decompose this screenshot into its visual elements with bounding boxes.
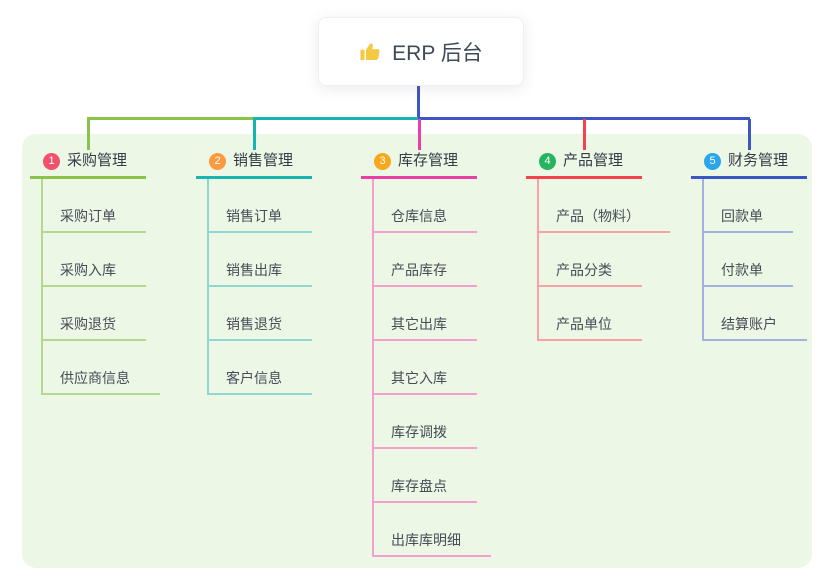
branch-drop-sales-management: [252, 119, 256, 150]
branch-drop-product-management: [582, 119, 586, 150]
branch-header-product-management[interactable]: 4 产品管理: [526, 145, 642, 179]
mindmap-background-panel: [22, 134, 812, 568]
subtree-finance-management: 回款单付款单结算账户: [702, 179, 807, 341]
thumbs-up-icon: [359, 40, 382, 63]
tree-node-finance-management-1[interactable]: 回款单: [704, 179, 793, 233]
branch-number-badge-sales-management: 2: [209, 152, 226, 170]
tree-node-inventory-management-2[interactable]: 产品库存: [374, 233, 477, 287]
tree-node-sales-management-1[interactable]: 销售订单: [209, 179, 312, 233]
branch-purchase-management: 1 采购管理采购订单采购入库采购退货供应商信息: [30, 145, 160, 395]
branch-label-finance-management: 财务管理: [728, 152, 789, 169]
subtree-sales-management: 销售订单销售出库销售退货客户信息: [207, 179, 312, 395]
branch-number-badge-purchase-management: 1: [43, 152, 60, 170]
branch-label-sales-management: 销售管理: [233, 152, 294, 169]
root-node-erp[interactable]: ERP 后台: [318, 17, 524, 86]
tree-node-purchase-management-2[interactable]: 采购入库: [43, 233, 146, 287]
trunk-line: [417, 84, 420, 120]
branch-sales-management: 2 销售管理销售订单销售出库销售退货客户信息: [196, 145, 312, 395]
tree-node-inventory-management-7[interactable]: 出库库明细: [374, 503, 491, 557]
branch-finance-management: 5 财务管理回款单付款单结算账户: [691, 145, 807, 341]
tree-node-finance-management-2[interactable]: 付款单: [704, 233, 793, 287]
branch-header-purchase-management[interactable]: 1 采购管理: [30, 145, 146, 179]
bus-segment-middle: [253, 117, 420, 120]
bus-segment-left: [87, 117, 255, 120]
branch-number-badge-inventory-management: 3: [374, 152, 391, 170]
root-node-label: ERP 后台: [392, 41, 483, 65]
subtree-product-management: 产品（物料）产品分类产品单位: [537, 179, 670, 341]
bus-segment-right: [418, 117, 750, 120]
branch-header-inventory-management[interactable]: 3 库存管理: [361, 145, 477, 179]
tree-node-sales-management-2[interactable]: 销售出库: [209, 233, 312, 287]
branch-label-product-management: 产品管理: [563, 152, 624, 169]
tree-node-inventory-management-4[interactable]: 其它入库: [374, 341, 477, 395]
tree-node-sales-management-3[interactable]: 销售退货: [209, 287, 312, 341]
branch-number-badge-product-management: 4: [539, 152, 556, 170]
tree-node-product-management-1[interactable]: 产品（物料）: [539, 179, 670, 233]
branch-drop-finance-management: [747, 119, 751, 150]
tree-node-purchase-management-3[interactable]: 采购退货: [43, 287, 146, 341]
tree-node-purchase-management-4[interactable]: 供应商信息: [43, 341, 160, 395]
branch-label-inventory-management: 库存管理: [398, 152, 459, 169]
tree-node-inventory-management-3[interactable]: 其它出库: [374, 287, 477, 341]
branch-number-badge-finance-management: 5: [704, 152, 721, 170]
subtree-inventory-management: 仓库信息产品库存其它出库其它入库库存调拨库存盘点出库库明细: [372, 179, 491, 557]
subtree-purchase-management: 采购订单采购入库采购退货供应商信息: [41, 179, 160, 395]
tree-node-purchase-management-1[interactable]: 采购订单: [43, 179, 146, 233]
tree-node-inventory-management-6[interactable]: 库存盘点: [374, 449, 477, 503]
tree-node-inventory-management-1[interactable]: 仓库信息: [374, 179, 477, 233]
branch-drop-purchase-management: [86, 119, 90, 150]
tree-node-product-management-3[interactable]: 产品单位: [539, 287, 642, 341]
branch-header-finance-management[interactable]: 5 财务管理: [691, 145, 807, 179]
branch-drop-inventory-management: [417, 119, 421, 150]
branch-inventory-management: 3 库存管理仓库信息产品库存其它出库其它入库库存调拨库存盘点出库库明细: [361, 145, 491, 557]
tree-node-finance-management-3[interactable]: 结算账户: [704, 287, 807, 341]
branch-header-sales-management[interactable]: 2 销售管理: [196, 145, 312, 179]
tree-node-inventory-management-5[interactable]: 库存调拨: [374, 395, 477, 449]
tree-node-product-management-2[interactable]: 产品分类: [539, 233, 642, 287]
tree-node-sales-management-4[interactable]: 客户信息: [209, 341, 312, 395]
branch-product-management: 4 产品管理产品（物料）产品分类产品单位: [526, 145, 670, 341]
branch-label-purchase-management: 采购管理: [67, 152, 128, 169]
